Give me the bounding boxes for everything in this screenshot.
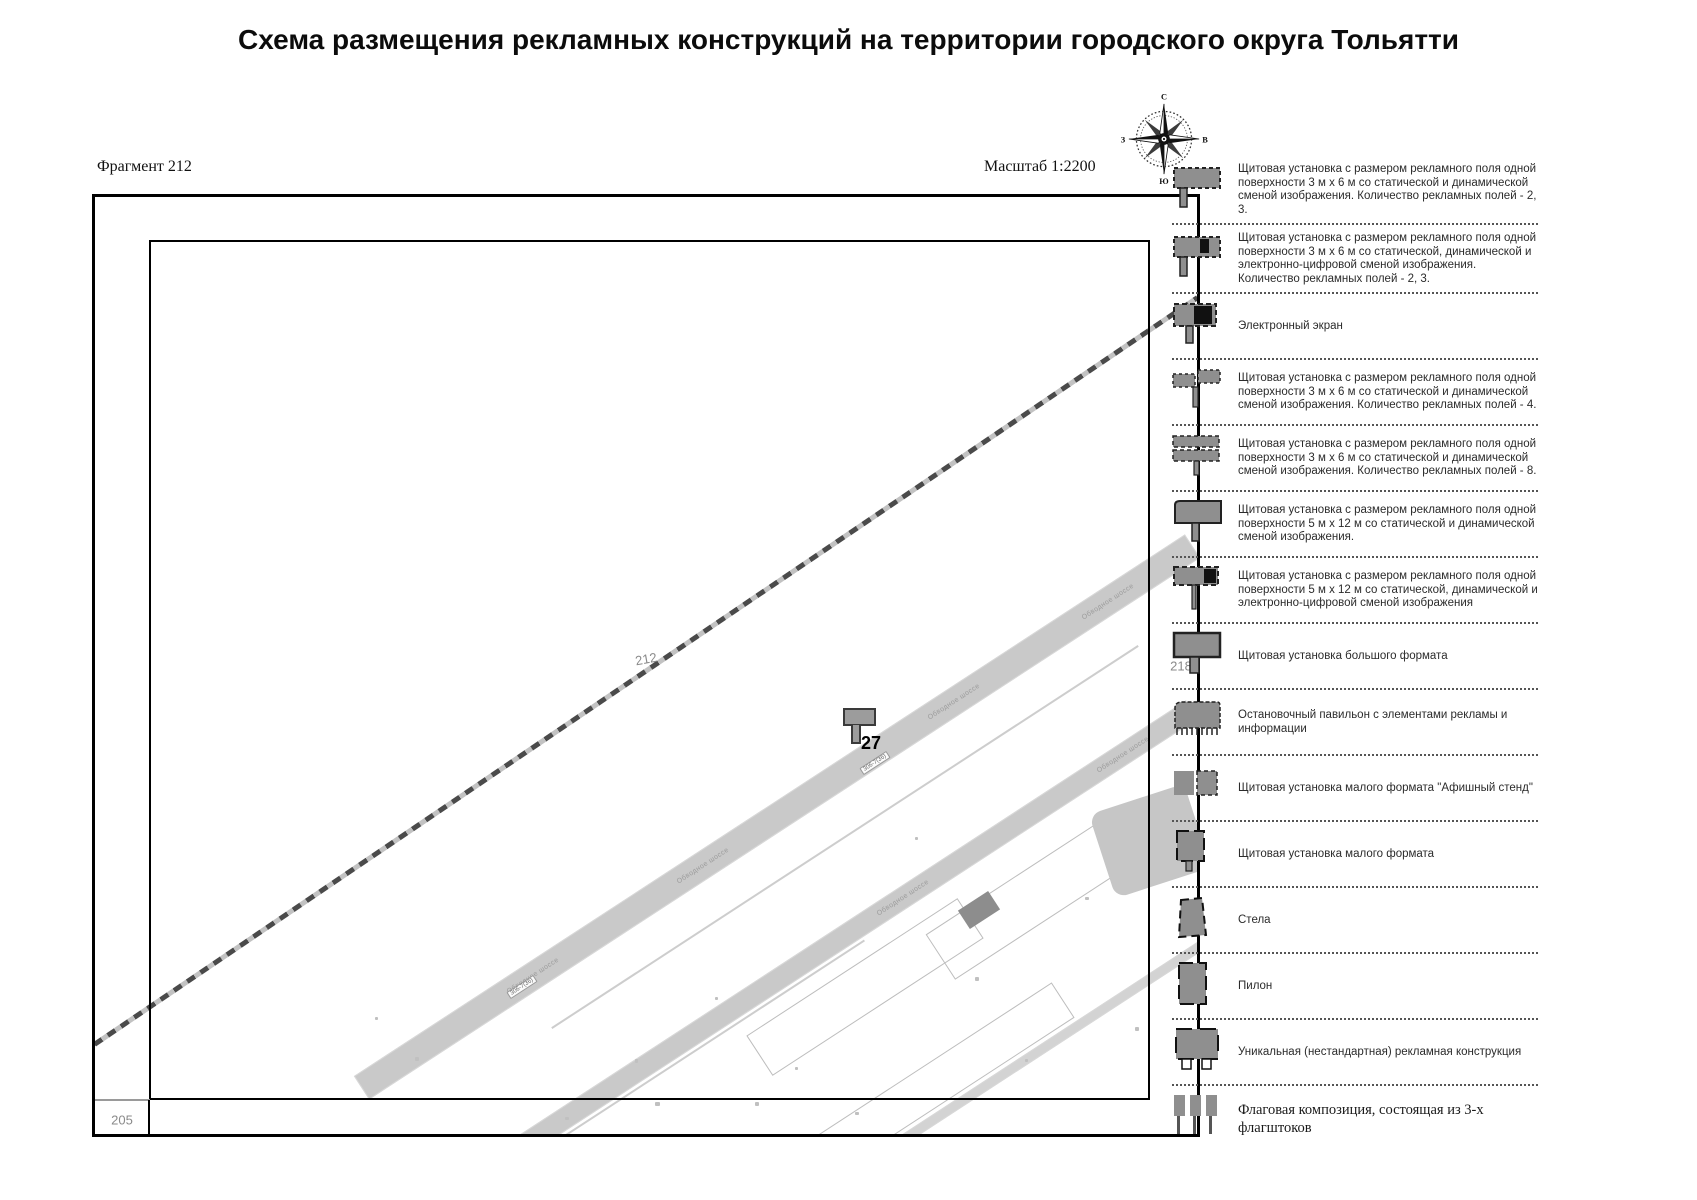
legend-label: Пилон	[1238, 979, 1273, 992]
billboard-5x12-icon	[1172, 499, 1230, 550]
adjacent-fragment-right-label: 218	[1170, 658, 1192, 674]
map-texture-dot	[565, 1117, 569, 1120]
legend-label: Щитовая установка с размером рекламного …	[1238, 504, 1537, 544]
legend-item: Остановочный павильон с элементами рекла…	[1172, 690, 1538, 756]
legend-label: Стела	[1238, 913, 1271, 926]
frame-divider-line	[95, 1099, 150, 1101]
map-texture-dot	[415, 1057, 419, 1061]
legend-item: Щитовая установка большого формата	[1172, 624, 1538, 690]
map-texture-dot	[715, 997, 718, 1000]
map-texture-dot	[655, 1102, 660, 1106]
legend-item: Щитовая установка с размером рекламного …	[1172, 492, 1538, 558]
compass-south-label: Ю	[1159, 177, 1168, 186]
compass-north-label: С	[1161, 93, 1167, 102]
compass-rose: С Ю З В	[1118, 92, 1210, 191]
map-texture-dot	[1025, 1059, 1028, 1062]
legend-label: Электронный экран	[1238, 319, 1343, 332]
stela-icon	[1172, 895, 1230, 946]
electronic-screen-icon	[1172, 301, 1230, 352]
map-texture-dot	[915, 837, 918, 840]
billboard-3x6-4fields-icon	[1172, 367, 1230, 418]
map-texture-dot	[855, 1112, 859, 1115]
map-texture-dot	[1085, 897, 1089, 900]
legend-item: Стела	[1172, 888, 1538, 954]
map-texture-dot	[755, 1102, 759, 1106]
legend-label: Уникальная (нестандартная) рекламная кон…	[1238, 1045, 1522, 1058]
adjacent-fragment-bottom-label: 205	[111, 1112, 133, 1128]
legend-label: Щитовая установка с размером рекламного …	[1238, 232, 1537, 285]
billboard-marker-pole	[851, 725, 861, 744]
pylon-icon	[1172, 961, 1230, 1012]
page-title: Схема размещения рекламных конструкций н…	[238, 24, 1459, 55]
map-canvas: Обводное шоссе Обводное шоссе Обводное ш…	[95, 197, 1197, 1134]
legend-item: Пилон	[1172, 954, 1538, 1020]
legend-item: Щитовая установка с размером рекламного …	[1172, 360, 1538, 426]
scale-label: Масштаб 1:2200	[984, 158, 1096, 175]
bus-pavilion-icon	[1172, 697, 1230, 748]
legend: Щитовая установка с размером рекламного …	[1172, 156, 1538, 1150]
small-format-billboard-icon	[1172, 829, 1230, 880]
legend-label: Щитовая установка с размером рекламного …	[1238, 438, 1537, 478]
legend-label: Флаговая композиция, состоящая из 3-х фл…	[1238, 1101, 1484, 1136]
legend-label: Остановочный павильон с элементами рекла…	[1238, 709, 1508, 735]
poster-stand-icon	[1172, 763, 1230, 814]
legend-item: Щитовая установка малого формата	[1172, 822, 1538, 888]
legend-item: Электронный экран	[1172, 294, 1538, 360]
legend-label: Щитовая установка с размером рекламного …	[1238, 372, 1537, 412]
legend-label: Щитовая установка с размером рекламного …	[1238, 570, 1538, 610]
billboard-3x6-8fields-icon	[1172, 433, 1230, 484]
legend-item: Щитовая установка с размером рекламного …	[1172, 156, 1538, 225]
legend-item: Щитовая установка с размером рекламного …	[1172, 225, 1538, 294]
frame-divider-line	[148, 1100, 150, 1134]
legend-label: Щитовая установка большого формата	[1238, 649, 1448, 662]
legend-item: Щитовая установка с размером рекламного …	[1172, 426, 1538, 492]
map-texture-dot	[635, 1059, 638, 1063]
unique-construction-icon	[1172, 1027, 1230, 1078]
map-texture-dot	[1135, 1027, 1139, 1031]
map-texture-dot	[795, 1067, 798, 1070]
legend-label: Щитовая установка малого формата	[1238, 847, 1435, 860]
legend-label: Щитовая установка малого формата "Афишны…	[1238, 781, 1533, 794]
map-texture-dot	[375, 1017, 378, 1020]
legend-item: Уникальная (нестандартная) рекламная кон…	[1172, 1020, 1538, 1086]
legend-label: Щитовая установка с размером рекламного …	[1238, 163, 1537, 216]
compass-rose-icon: С Ю З В	[1121, 93, 1208, 186]
flag-composition-icon	[1172, 1093, 1230, 1144]
compass-east-label: В	[1202, 135, 1208, 144]
map-frame: Обводное шоссе Обводное шоссе Обводное ш…	[92, 194, 1200, 1137]
legend-item: Щитовая установка с размером рекламного …	[1172, 558, 1538, 624]
large-format-billboard-icon	[1172, 631, 1230, 682]
billboard-5x12-digital-icon	[1172, 565, 1230, 616]
marker-number-label: 27	[861, 733, 882, 753]
compass-west-label: З	[1121, 135, 1126, 144]
billboard-3x6-digital-icon	[1172, 234, 1230, 285]
map-inner-border	[149, 240, 1150, 1100]
fragment-label: Фрагмент 212	[97, 158, 192, 175]
legend-item: Щитовая установка малого формата "Афишны…	[1172, 756, 1538, 822]
billboard-3x6-icon	[1172, 165, 1230, 216]
legend-item: Флаговая композиция, состоящая из 3-х фл…	[1172, 1086, 1538, 1150]
map-texture-dot	[975, 977, 979, 981]
